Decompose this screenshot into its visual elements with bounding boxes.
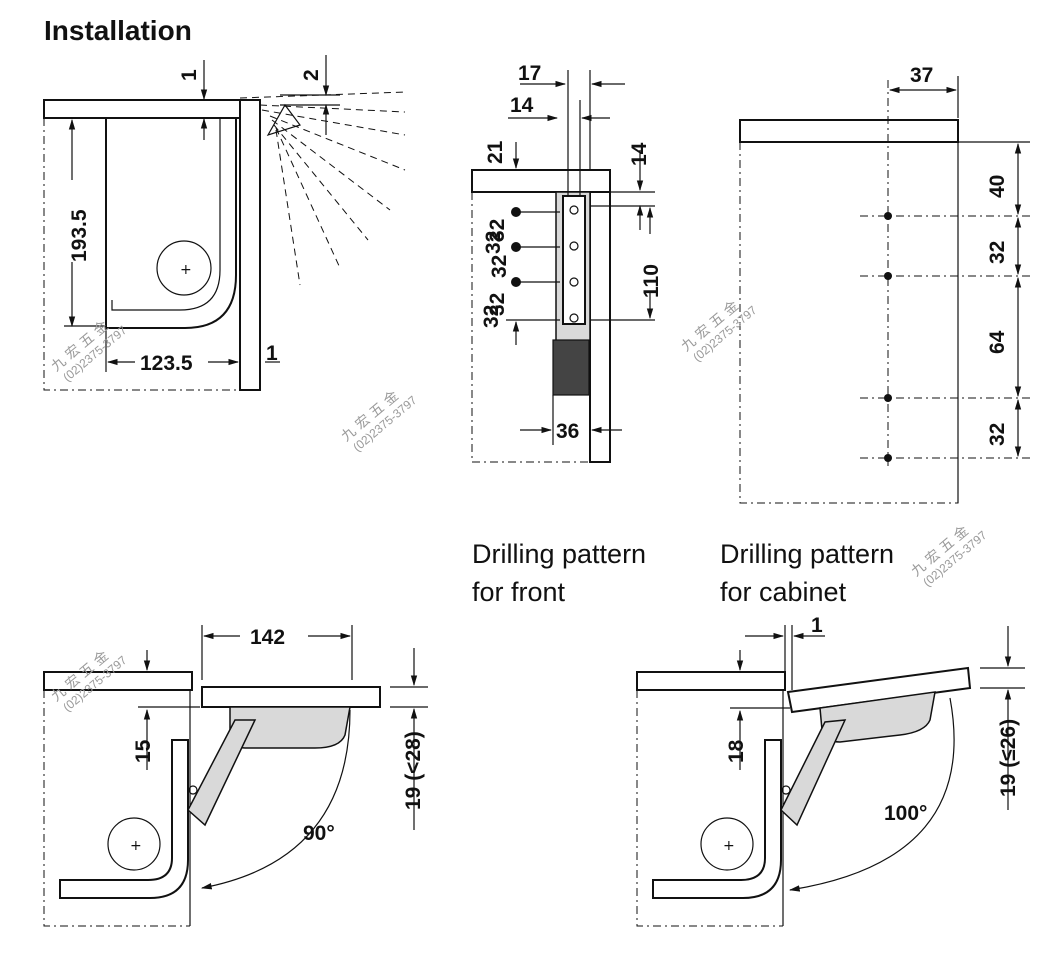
svg-text:+: +: [180, 262, 192, 278]
mounting-hole-circle: [156, 240, 212, 296]
front-panel: [239, 99, 261, 391]
cabinet-outline-100: [636, 690, 783, 927]
dim-32-e: 32: [480, 305, 503, 328]
page-title: Installation: [44, 15, 192, 46]
dim-64: 64: [986, 330, 1009, 354]
cabinet-top-plate: [739, 119, 959, 143]
watermark-3: 九 宏 五 金 (02)2375-3797: [678, 298, 759, 364]
cabinet-outline-90: [43, 690, 190, 927]
install-side-view: + 1 2 193.5 123.5: [43, 55, 406, 391]
angle-100: 100°: [884, 802, 927, 825]
dim-32-top: 32: [986, 241, 1009, 264]
dim-123-5: 123.5: [140, 352, 193, 375]
cabinet-outline: [739, 142, 959, 504]
hole-marker: [884, 272, 892, 280]
caption-cabinet-line1: Drilling pattern: [720, 539, 894, 569]
opening-swing-lines: [239, 91, 406, 286]
dim-2: 2: [300, 69, 323, 81]
caption-cabinet-line2: for cabinet: [720, 577, 847, 607]
open-100-view: + 1 18 19 (≤26) 100°: [636, 614, 1025, 927]
front-panel-100: [786, 666, 972, 714]
front-top-panel: [471, 169, 611, 193]
dim-142: 142: [250, 626, 285, 649]
front-panel-90: [201, 686, 381, 708]
dim-14-left: 14: [510, 94, 534, 117]
front-drilling-pattern: 17 14 21 14 32 32 32 32 32 110 36: [471, 62, 663, 463]
dim-32-b: 32: [488, 255, 511, 278]
hole-marker: [884, 212, 892, 220]
cabinet-top-panel: [43, 99, 241, 119]
caption-front-line2: for front: [472, 577, 566, 607]
mechanism-inner-contour: [111, 118, 221, 311]
dim-193-5: 193.5: [68, 209, 91, 262]
mechanism-arm-90: [59, 739, 189, 899]
mechanism-housing: [105, 117, 237, 329]
dim-32-a: 32: [486, 219, 509, 242]
dim-1-bottom: 1: [266, 342, 278, 365]
watermark-4: 九 宏 五 金 (02)2375-3797: [908, 523, 989, 589]
angle-90: 90°: [303, 822, 335, 845]
dim-1-100: 1: [811, 614, 823, 637]
dim-18: 18: [725, 739, 748, 763]
cabinet-top-panel-100: [636, 671, 786, 691]
dim-17: 17: [518, 62, 541, 85]
dim-15: 15: [132, 739, 155, 763]
dim-19-le26: 19 (≤26): [997, 719, 1020, 797]
cabinet-top-panel-90: [43, 671, 193, 691]
dim-32-bottom: 32: [986, 423, 1009, 446]
svg-text:+: +: [130, 838, 142, 854]
dim-110: 110: [640, 264, 663, 298]
dim-32-c: 32: [486, 293, 509, 316]
front-side-panel: [589, 191, 611, 463]
front-mounting-plate: [562, 195, 586, 325]
dim-21: 21: [484, 140, 507, 164]
cabinet-drilling-pattern: 37 40 32 64 32: [739, 64, 1030, 504]
caption-front-line1: Drilling pattern: [472, 539, 646, 569]
hole-marker: [884, 454, 892, 462]
svg-text:+: +: [723, 838, 735, 854]
front-outline: [471, 192, 590, 463]
front-mechanism-lower: [552, 339, 590, 396]
dim-36: 36: [556, 420, 579, 443]
watermark-2: 九 宏 五 金 (02)2375-3797: [338, 388, 419, 454]
dim-14-right: 14: [628, 142, 651, 166]
cabinet-outline: [43, 118, 240, 391]
open-90-view: + 142 15 19 (<28) 90°: [43, 625, 428, 927]
dim-19-lt28: 19 (<28): [402, 731, 425, 810]
dim-40: 40: [986, 175, 1009, 198]
hole-marker: [884, 394, 892, 402]
dim-37: 37: [910, 64, 933, 87]
dim-1-top: 1: [178, 69, 201, 81]
mechanism-arm-100: [652, 739, 782, 899]
dim-32-d: 32: [482, 231, 505, 254]
